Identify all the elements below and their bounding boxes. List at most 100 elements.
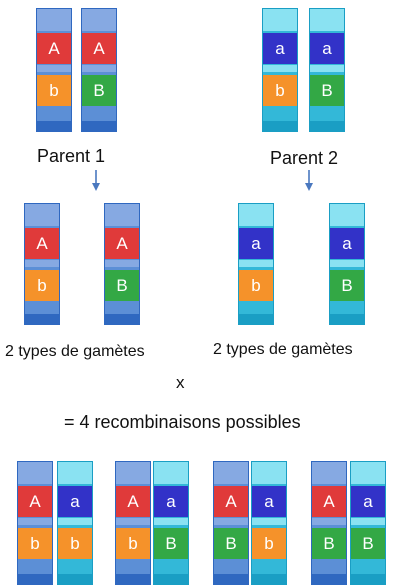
chromosome-bottom-band (214, 574, 248, 584)
chromosome-bottom-band (37, 121, 71, 131)
chromosome-cap (105, 204, 139, 226)
gene-top: A (105, 228, 139, 259)
gene-top: a (252, 486, 286, 517)
gene-bottom: b (25, 270, 59, 301)
chromosome-bottom-band (310, 121, 344, 131)
gene-bottom: b (239, 270, 273, 301)
gene-top: a (154, 486, 188, 517)
chromosome-cap (252, 462, 286, 484)
chromosome-band (312, 518, 346, 525)
chromosome-cap (82, 9, 116, 31)
gene-top: A (25, 228, 59, 259)
chromosome-band (263, 65, 297, 72)
chromosome-bottom-band (252, 574, 286, 584)
gametes-label-left: 2 types de gamètes (5, 343, 145, 360)
chromosome-bottom-band (263, 121, 297, 131)
chromosome-bottom-band (82, 121, 116, 131)
gene-top: A (214, 486, 248, 517)
parent1-label: Parent 1 (37, 146, 106, 166)
chromosome-band (37, 65, 71, 72)
gene-top: A (37, 33, 71, 64)
chromosome-bottom-band (18, 574, 52, 584)
chromosome-bottom-band (25, 314, 59, 324)
chromosome-cap (310, 9, 344, 31)
gene-top: a (310, 33, 344, 64)
gene-bottom: b (58, 528, 92, 559)
chromosome-cap (312, 462, 346, 484)
gene-bottom: B (351, 528, 385, 559)
chromosome-cap (116, 462, 150, 484)
chromosome-cap (239, 204, 273, 226)
chromosome-cap (330, 204, 364, 226)
chromosome-band (154, 518, 188, 525)
chromosome-band (105, 260, 139, 267)
chromosome-bottom-band (105, 314, 139, 324)
chromosome-band (116, 518, 150, 525)
chromosome-bottom-band (330, 314, 364, 324)
gene-bottom: b (252, 528, 286, 559)
gene-top: A (116, 486, 150, 517)
chromosome-cap (154, 462, 188, 484)
gene-top: A (312, 486, 346, 517)
gametes-label-right: 2 types de gamètes (213, 341, 353, 358)
chromosome-band (252, 518, 286, 525)
chromosome-bottom-band (154, 574, 188, 584)
cross-symbol: x (176, 373, 185, 392)
chromosome-band (310, 65, 344, 72)
chromosome-band (330, 260, 364, 267)
gene-bottom: B (310, 75, 344, 106)
gene-top: a (239, 228, 273, 259)
chromosome-bottom-band (239, 314, 273, 324)
gene-bottom: B (214, 528, 248, 559)
result-label: = 4 recombinaisons possibles (64, 412, 301, 432)
gene-top: A (82, 33, 116, 64)
chromosome-band (351, 518, 385, 525)
gene-top: a (263, 33, 297, 64)
chromosome-band (25, 260, 59, 267)
chromosome-cap (58, 462, 92, 484)
chromosome-band (214, 518, 248, 525)
chromosome-band (58, 518, 92, 525)
chromosome-cap (214, 462, 248, 484)
chromosome-bottom-band (58, 574, 92, 584)
chromosome-cap (37, 9, 71, 31)
gene-bottom: b (263, 75, 297, 106)
chromosome-bottom-band (116, 574, 150, 584)
chromosome-band (239, 260, 273, 267)
gene-top: a (330, 228, 364, 259)
gene-top: a (351, 486, 385, 517)
gene-bottom: b (116, 528, 150, 559)
chromosome-cap (263, 9, 297, 31)
parent2-label: Parent 2 (270, 148, 339, 168)
arrow-down-icon-left (92, 170, 100, 191)
gene-bottom: b (37, 75, 71, 106)
chromosome-bottom-band (312, 574, 346, 584)
gene-bottom: B (82, 75, 116, 106)
gene-bottom: b (18, 528, 52, 559)
gene-top: A (18, 486, 52, 517)
chromosome-cap (351, 462, 385, 484)
arrow-down-icon-right (305, 170, 313, 191)
chromosome-bottom-band (351, 574, 385, 584)
chromosome-cap (18, 462, 52, 484)
chromosome-band (18, 518, 52, 525)
gene-bottom: B (330, 270, 364, 301)
chromosome-cap (25, 204, 59, 226)
